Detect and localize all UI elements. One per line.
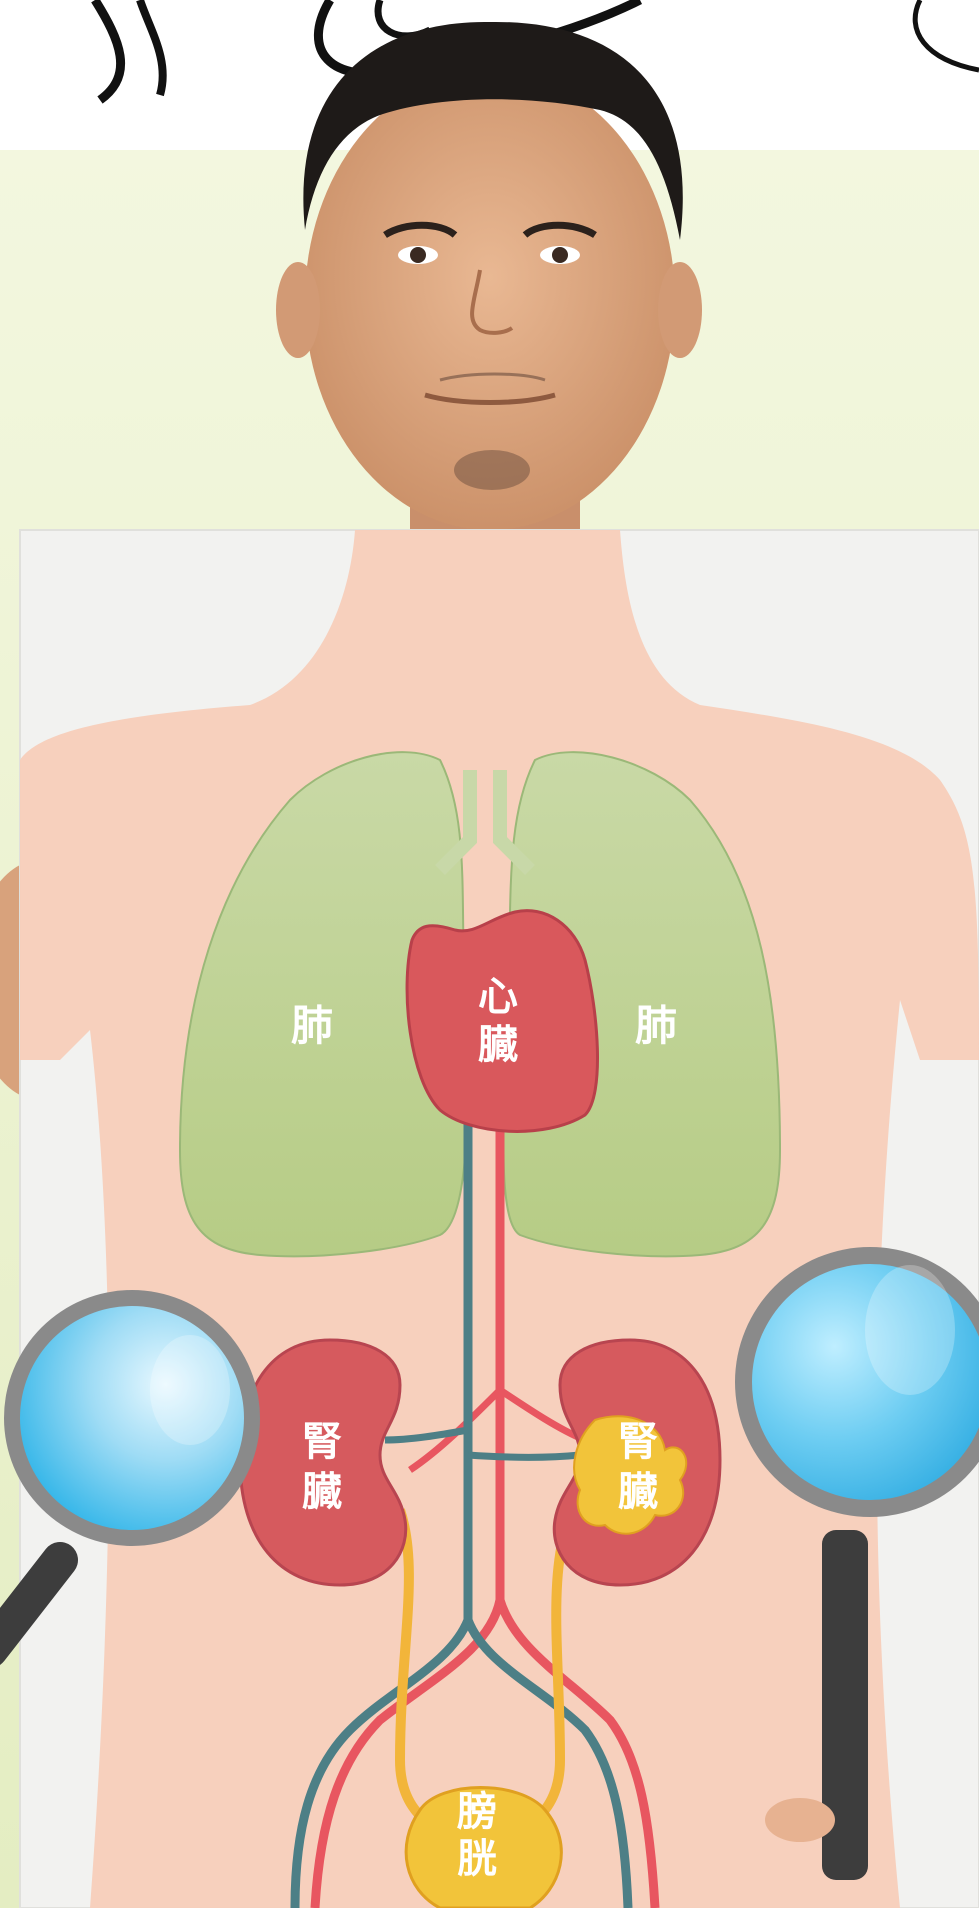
heart-label-2: 臓 [478,1022,518,1068]
kidney-right-label-1: 腎 [618,1419,658,1465]
lung-left-label: 肺 [291,1001,333,1050]
kidney-right-label-2: 臓 [618,1469,658,1515]
kidney-left-label-2: 臓 [302,1469,342,1515]
bladder-label-2: 胱 [457,1836,497,1882]
lung-right-label: 肺 [635,1001,677,1050]
kidney-left-label-1: 腎 [302,1419,342,1465]
bladder-label-1: 膀 [457,1789,497,1835]
heart-label-1: 心 [478,974,518,1020]
